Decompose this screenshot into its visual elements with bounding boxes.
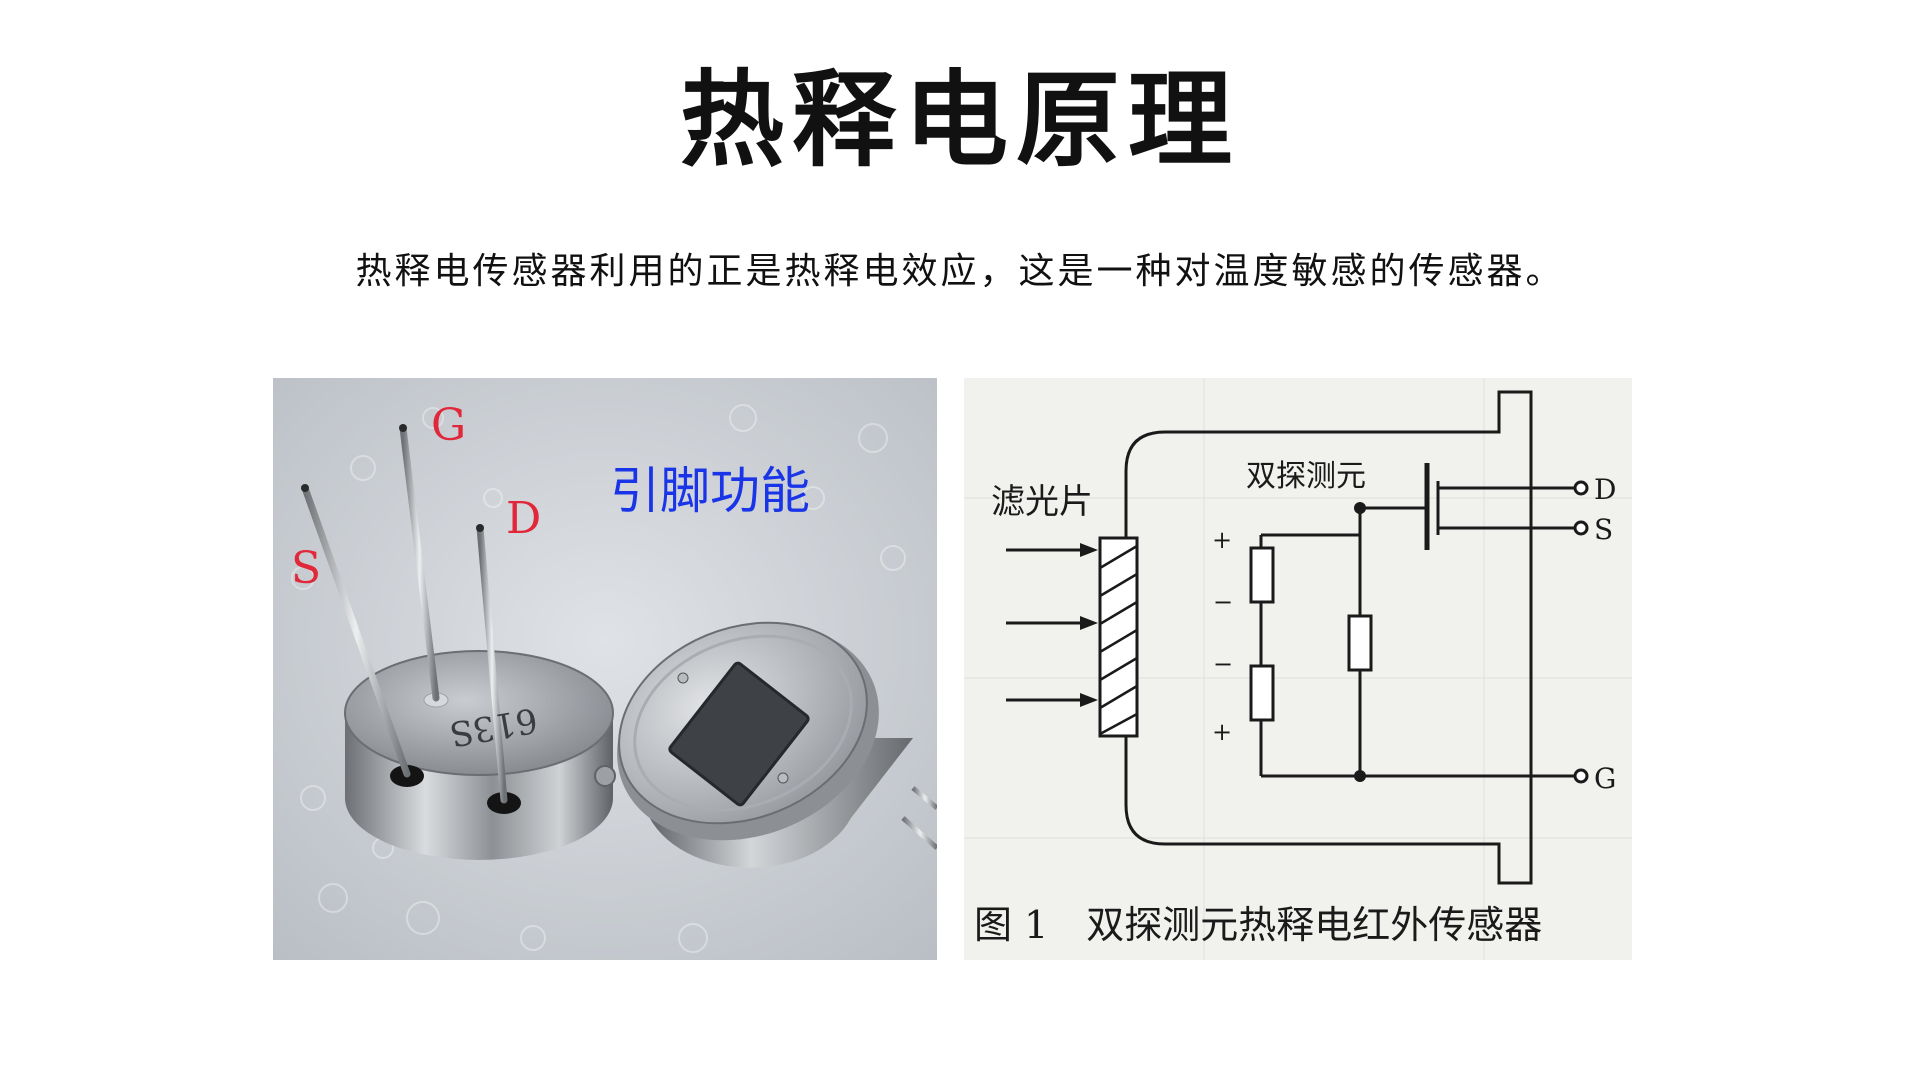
figure-caption: 图 1 双探测元热释电红外传感器	[974, 903, 1542, 947]
slide-subtitle: 热释电传感器利用的正是热释电效应，这是一种对温度敏感的传感器。	[355, 251, 1565, 292]
pin-label-d: D	[506, 493, 541, 544]
ir-input-arrows	[1006, 548, 1082, 702]
element-label: 双探测元	[1246, 459, 1366, 494]
terminal-label-g: G	[1594, 762, 1616, 795]
sensor-top-view	[617, 621, 937, 868]
pin-function-caption: 引脚功能	[610, 462, 810, 520]
polarity-plus-1: +	[1212, 526, 1232, 554]
terminal-label-d: D	[1594, 473, 1616, 506]
terminal-d	[1573, 480, 1589, 496]
housing-outline	[1124, 390, 1533, 885]
load-resistor	[1347, 614, 1373, 672]
sensor-photo-graphic: 613S S G D 引脚功能	[273, 378, 937, 960]
polarity-minus-2: −	[1213, 650, 1233, 678]
polarity-plus-2: +	[1212, 718, 1232, 746]
terminal-label-s: S	[1594, 513, 1613, 546]
pin-label-s: S	[291, 543, 321, 594]
sensor-photo: 613S S G D 引脚功能	[273, 378, 937, 960]
filter-label: 滤光片	[991, 482, 1093, 522]
circuit-diagram-graphic: 滤光片 双探测元 + − − + D S G 图 1 双探测元热释电红外传感器	[964, 378, 1632, 960]
sensing-element-1	[1249, 546, 1275, 604]
terminal-g	[1573, 768, 1589, 784]
pin-label-g: G	[431, 400, 466, 451]
sensor-bottom-view: 613S	[301, 424, 616, 860]
terminal-s	[1573, 520, 1589, 536]
sensing-element-2	[1249, 664, 1275, 722]
filter-window	[1098, 536, 1139, 738]
circuit-diagram: 滤光片 双探测元 + − − + D S G 图 1 双探测元热释电红外传感器	[964, 378, 1632, 960]
polarity-minus-1: −	[1213, 588, 1233, 616]
slide-title: 热释电原理	[679, 58, 1240, 181]
diagram-background	[964, 378, 1632, 960]
